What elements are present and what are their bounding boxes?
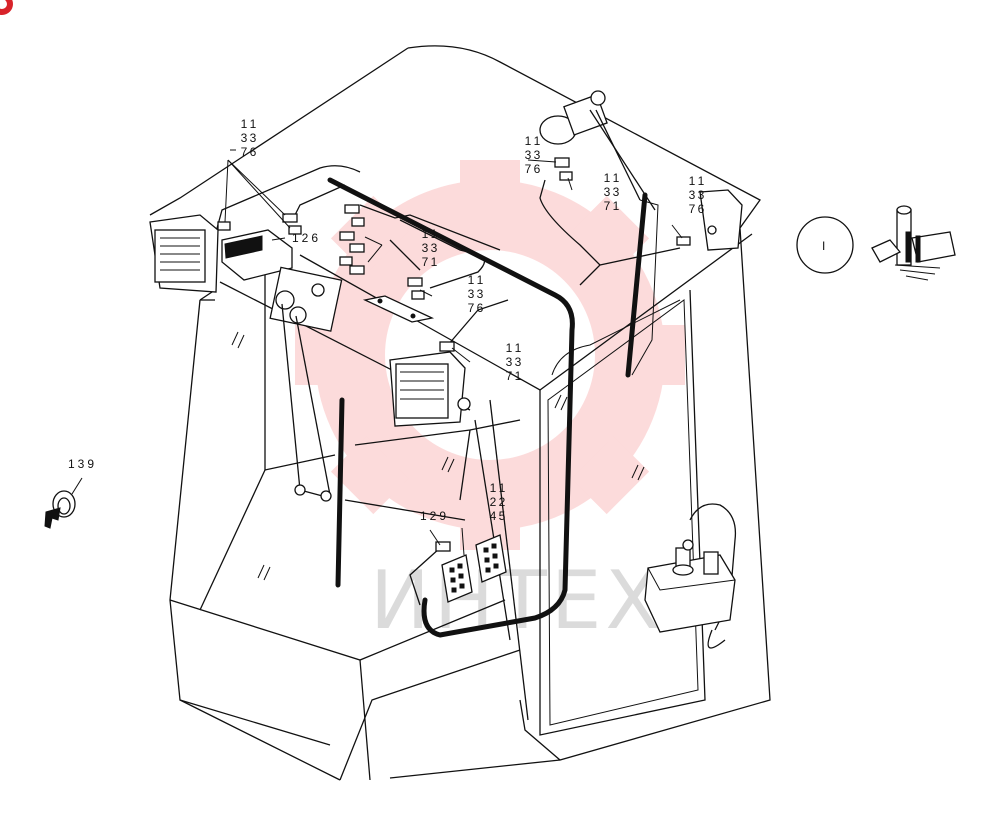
legend-circle-text: I [822, 239, 825, 253]
part-label-137-136-b: 137136 [436, 273, 487, 312]
bracket-plate [362, 295, 435, 323]
work-light-rear-right [699, 189, 743, 251]
gear-tooth [295, 325, 345, 385]
work-light-front-left [149, 214, 219, 293]
gear-tooth [460, 160, 520, 210]
legend-symbol: I [796, 205, 956, 281]
module-126 [221, 229, 293, 281]
part-label-139: 139 [68, 457, 97, 471]
part-label-129: 129 [420, 509, 449, 523]
part-label-126: 126 [292, 231, 321, 245]
gear-tooth [330, 436, 409, 515]
gear-tooth [571, 195, 650, 274]
ground-terminal-icon [871, 205, 956, 281]
terminal-block-124 [441, 554, 473, 603]
wiring-harness [215, 165, 737, 649]
part-label-137-131-c: 137131 [572, 171, 623, 210]
leader-lines [224, 149, 683, 556]
washer-reservoir [644, 539, 736, 633]
wiper-arm-right [589, 109, 659, 378]
gear-tooth [635, 325, 685, 385]
wiper-arm-left [281, 303, 345, 588]
corner-badge [0, 0, 13, 15]
part-label-137-131-b: 137131 [474, 341, 525, 380]
gear-tooth [571, 436, 650, 515]
wiper-motor-left [269, 266, 343, 332]
connector-plugs [217, 157, 691, 552]
rotary-switch-139 [44, 477, 83, 529]
terminal-block-125 [475, 534, 507, 583]
work-light-front-center [389, 351, 471, 427]
wiper-motor-right [539, 90, 608, 145]
